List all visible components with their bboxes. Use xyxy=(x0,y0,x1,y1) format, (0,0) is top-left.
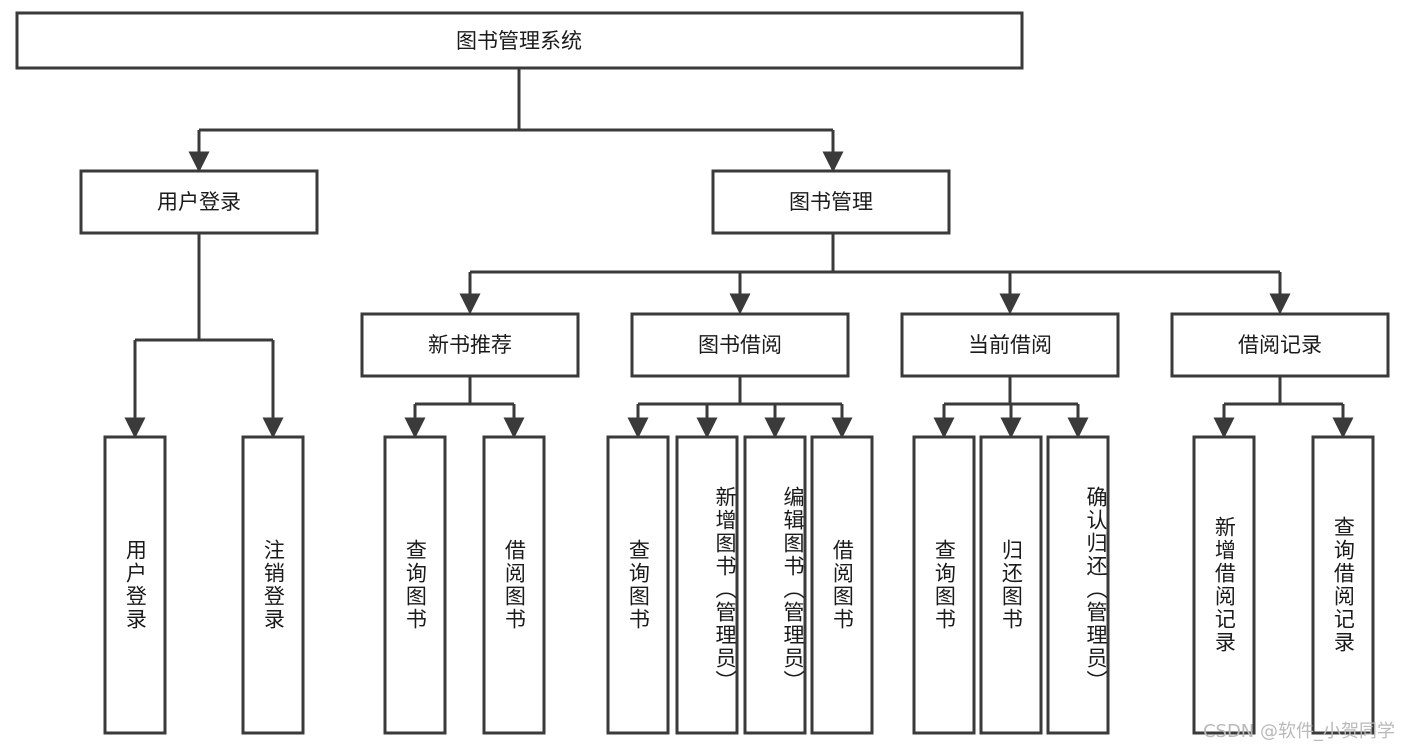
node-book-borrow[interactable]: 图书借阅 xyxy=(630,312,850,378)
leaf-box xyxy=(675,435,739,735)
node-borrow-record[interactable]: 借阅记录 xyxy=(1170,312,1390,378)
node-borrow-record-label: 借阅记录 xyxy=(1238,333,1322,357)
node-root-label: 图书管理系统 xyxy=(456,29,582,53)
leaf-box xyxy=(606,435,670,735)
leaf-label-borrow-book-recommend: 借阅图书 xyxy=(502,539,527,631)
leaf-box xyxy=(912,435,976,735)
connector-current-borrow-to-leaves xyxy=(933,376,1089,439)
leaf-box xyxy=(979,435,1043,735)
leaf-box xyxy=(383,435,447,735)
node-current-borrow-label: 当前借阅 xyxy=(968,333,1052,357)
leaf-label-query-book-current: 查询图书 xyxy=(932,539,957,631)
connector-new-book-to-leaves xyxy=(404,376,525,439)
leaf-box xyxy=(482,435,546,735)
node-user-login-label: 用户登录 xyxy=(157,190,241,214)
leaf-label-logout: 注销登录 xyxy=(261,539,286,631)
node-book-management-label: 图书管理 xyxy=(789,190,873,214)
connector-book-manage-to-level3 xyxy=(459,233,1291,315)
connector-root-to-level2 xyxy=(188,68,844,173)
leaf-label-return-book: 归还图书 xyxy=(999,539,1024,631)
leaf-label-query-borrow-record: 查询借阅记录 xyxy=(1331,516,1356,654)
node-new-book-recommend[interactable]: 新书推荐 xyxy=(360,312,580,378)
node-root[interactable]: 图书管理系统 xyxy=(15,11,1024,70)
connector-borrow-record-to-leaves xyxy=(1213,376,1354,439)
leaf-box xyxy=(1046,435,1110,735)
leaf-box xyxy=(103,435,167,735)
node-current-borrow[interactable]: 当前借阅 xyxy=(900,312,1120,378)
leaf-box xyxy=(743,435,807,735)
leaf-box xyxy=(1311,435,1375,735)
leaf-label-edit-book-admin: 编辑图书（管理员） xyxy=(781,485,805,693)
leaf-label-borrow-book: 借阅图书 xyxy=(830,539,855,631)
leaf-label-query-book-recommend: 查询图书 xyxy=(403,539,428,631)
leaf-label-confirm-return-admin: 确认归还（管理员） xyxy=(1084,485,1108,693)
node-book-management[interactable]: 图书管理 xyxy=(711,169,951,235)
node-user-login[interactable]: 用户登录 xyxy=(79,169,319,235)
leaf-box xyxy=(241,435,305,735)
leaf-box xyxy=(810,435,874,735)
node-book-borrow-label: 图书借阅 xyxy=(698,333,782,357)
leaf-label-add-book-admin: 新增图书（管理员） xyxy=(713,485,737,693)
connector-user-login-to-leaves xyxy=(124,233,284,439)
node-new-book-recommend-label: 新书推荐 xyxy=(428,333,512,357)
leaf-label-query-book-borrow: 查询图书 xyxy=(626,539,651,631)
leaf-boxes xyxy=(103,435,1375,735)
leaf-box xyxy=(1192,435,1256,735)
leaf-label-user-login: 用户登录 xyxy=(123,539,148,631)
connector-book-borrow-to-leaves xyxy=(627,376,853,439)
leaf-label-add-borrow-record: 新增借阅记录 xyxy=(1212,516,1237,654)
